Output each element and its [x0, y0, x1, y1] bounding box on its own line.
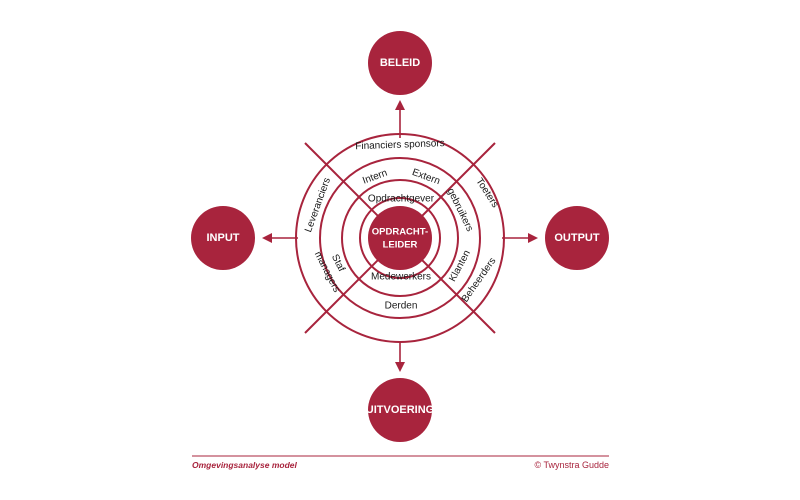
- label-gebruikers: gebruikers: [445, 187, 475, 234]
- arrow-down-head: [395, 362, 405, 372]
- node-top-label: BELEID: [380, 57, 420, 69]
- label-leveranciers: Leveranciers: [303, 176, 333, 234]
- center-label-line1: OPDRACHT-: [372, 227, 428, 238]
- node-right: OUTPUT: [545, 206, 609, 270]
- ring-third: [319, 157, 481, 319]
- ring-inner: [359, 197, 441, 279]
- center-circle: [368, 206, 432, 270]
- center-label-line2: LEIDER: [383, 240, 418, 251]
- arrows: [262, 100, 538, 372]
- node-bottom-circle: [368, 378, 432, 442]
- footer-copyright: © Twynstra Gudde: [534, 460, 609, 470]
- label-toeters: Toeters: [473, 176, 500, 209]
- ring-outer: [295, 133, 505, 343]
- arrow-up-head: [395, 100, 405, 110]
- node-right-circle: [545, 206, 609, 270]
- label-intern: Intern: [361, 168, 389, 187]
- node-right-label: OUTPUT: [554, 232, 600, 244]
- node-bottom: UITVOERING: [366, 378, 434, 442]
- node-top-circle: [368, 31, 432, 95]
- ring-second: [341, 179, 459, 297]
- label-financiers: Financiers sponsors: [355, 138, 445, 152]
- label-opdrachtgever: Opdrachtgever: [368, 194, 435, 205]
- footer-title: Omgevingsanalyse model: [192, 460, 298, 470]
- label-derden: Derden: [385, 301, 418, 312]
- rings: [295, 133, 505, 343]
- node-left-label: INPUT: [207, 232, 240, 244]
- node-bottom-label: UITVOERING: [366, 404, 434, 416]
- center-hub: OPDRACHT- LEIDER: [368, 206, 432, 270]
- arrow-right-head: [528, 233, 538, 243]
- node-left: INPUT: [191, 206, 255, 270]
- node-left-circle: [191, 206, 255, 270]
- footer: Omgevingsanalyse model © Twynstra Gudde: [192, 455, 609, 470]
- node-top: BELEID: [368, 31, 432, 95]
- arrow-left-head: [262, 233, 272, 243]
- label-medewerkers: Medewerkers: [371, 272, 431, 283]
- label-extern: Extern: [410, 167, 441, 187]
